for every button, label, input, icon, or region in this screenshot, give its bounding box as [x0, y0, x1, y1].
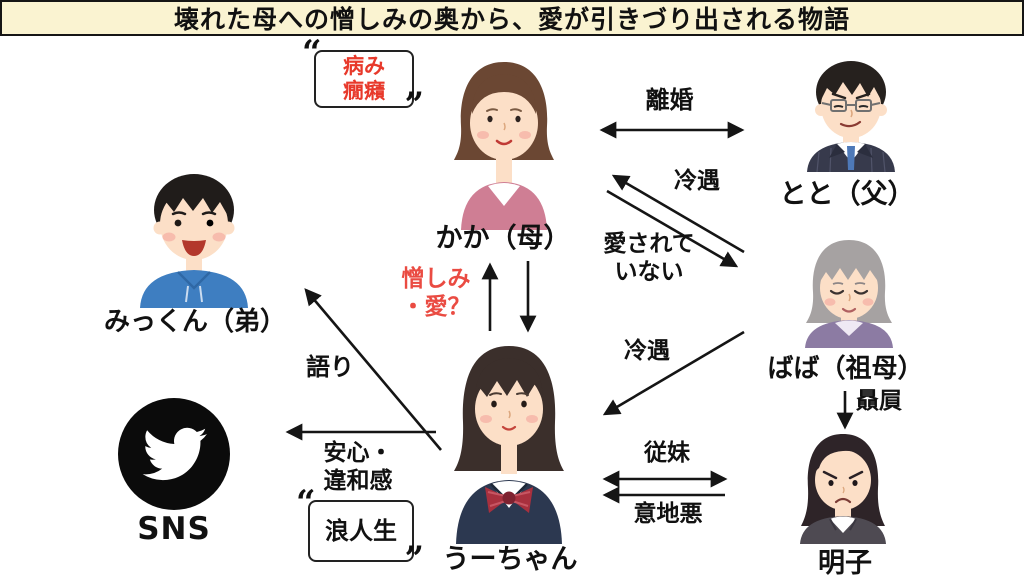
sns-avatar [118, 398, 230, 510]
cousins-label: 従妹 [644, 440, 690, 466]
cousin-name: 明子 [818, 548, 872, 576]
daughter-note-box: “ 浪人生 ” [296, 486, 424, 576]
hatred-love-label: 憎しみ ・愛？ [401, 266, 471, 320]
title-banner: 壊れた母への憎しみの奥から、愛が引きづり出される物語 [0, 0, 1024, 36]
mother-note-line2: 癇癪 [343, 79, 385, 103]
father-avatar [795, 50, 907, 173]
daughter-avatar [436, 332, 582, 544]
cousin-illustration [800, 434, 886, 544]
mother-name: かか（母） [435, 223, 571, 254]
narration-label: 語り [306, 353, 354, 381]
twitter-bird-icon [142, 427, 207, 481]
brother-illustration [140, 174, 248, 308]
mother-illustration [454, 62, 554, 230]
open-quote-mark: “ [296, 483, 316, 523]
sns-name: SNS [137, 511, 211, 547]
grandmother-avatar [793, 230, 905, 348]
daughter-note-line1: 浪人生 [325, 516, 397, 545]
open-quote-mark: “ [302, 33, 322, 73]
mother-note-line1: 病み [343, 54, 385, 79]
cold-treatment-mother-label: 冷遇 [674, 168, 720, 194]
mother-note-box: “ 病み 癇癪 ” [302, 36, 424, 122]
grandmother-name: ばば（祖母） [767, 354, 924, 384]
mother-avatar [438, 48, 570, 230]
cousin-avatar [786, 426, 900, 544]
page-title: 壊れた母への憎しみの奥から、愛が引きづり出される物語 [173, 5, 850, 34]
father-name: とと（父） [779, 179, 915, 210]
close-quote-mark: ” [404, 539, 424, 576]
not-loved-label: 愛されて いない [603, 231, 695, 285]
brother-avatar [118, 158, 270, 308]
cold-treatment-daughter-label: 冷遇 [624, 338, 670, 364]
relief-discomfort-label: 安心・ 違和感 [323, 440, 393, 494]
close-quote-mark: ” [404, 85, 424, 125]
meanness-label: 意地悪 [633, 501, 703, 527]
favoritism-label: 贔屓 [856, 388, 902, 414]
brother-name: みっくん（弟） [103, 307, 286, 337]
daughter-illustration [454, 346, 564, 544]
grandmother-illustration [805, 240, 893, 348]
daughter-name: うーちゃん [442, 544, 578, 575]
father-illustration [807, 61, 895, 173]
divorce-label: 離婚 [645, 86, 694, 114]
